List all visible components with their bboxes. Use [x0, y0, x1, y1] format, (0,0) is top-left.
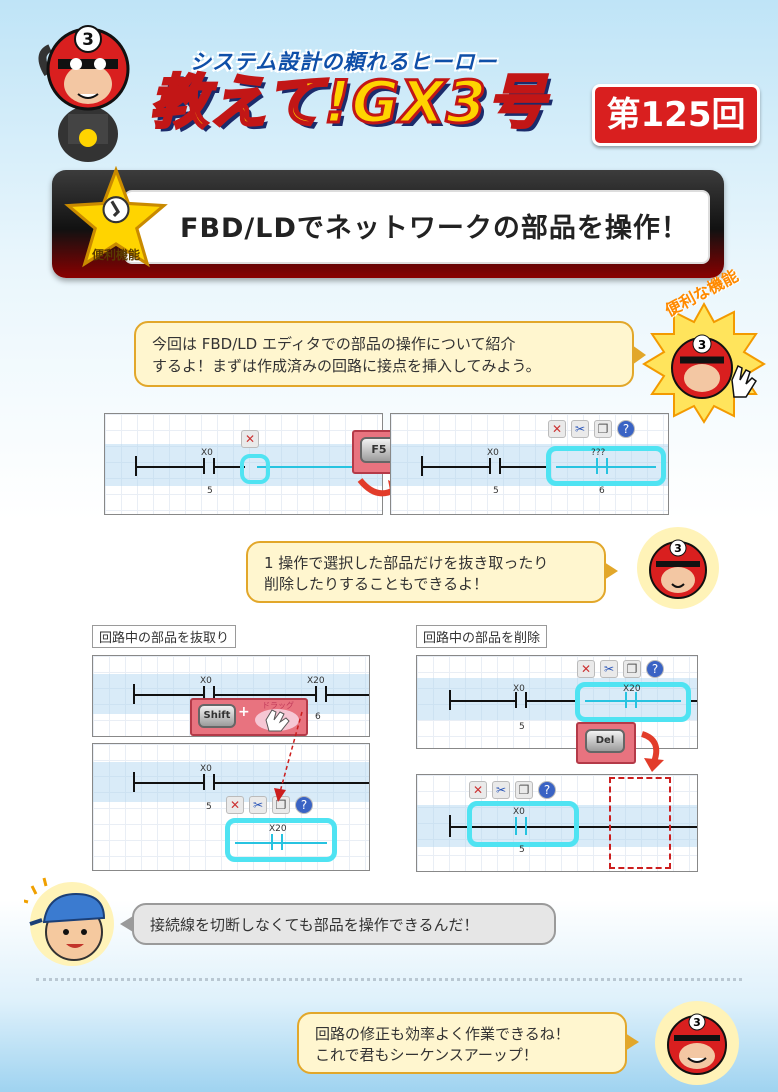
- one-op-bubble-tail: [604, 562, 618, 580]
- contact-number-6: 6: [315, 712, 321, 722]
- delete-icon[interactable]: ✕: [241, 430, 259, 448]
- extract-panel-before: X0 X20 6: [92, 655, 370, 737]
- intro-bubble-tail: [632, 345, 646, 365]
- dotted-divider: [36, 978, 742, 981]
- contact-number-5: 5: [519, 722, 525, 732]
- drag-label: ドラッグ: [262, 701, 294, 710]
- one-op-line-2: 削除したりすることもできるよ！: [264, 575, 489, 593]
- contact-label-x0: X0: [487, 448, 499, 458]
- topic-title: FBD/LDでネットワークの部品を操作！: [180, 213, 689, 244]
- arrow-down-icon: [640, 731, 664, 772]
- section-label-delete: 回路中の部品を削除: [416, 625, 548, 648]
- drag-path-arrow-icon: [274, 711, 303, 802]
- series-title: 教えて!GX3号: [148, 68, 547, 136]
- del-key[interactable]: Del: [585, 729, 625, 753]
- contact-number-5: 5: [519, 845, 525, 855]
- inserted-contact-highlight: [546, 446, 666, 486]
- contact-label-x20: X20: [307, 676, 325, 686]
- help-icon[interactable]: ?: [617, 420, 635, 438]
- end-line-2: これで君もシーケンスアーップ！: [315, 1046, 538, 1064]
- contact-label-x0: X0: [513, 807, 525, 817]
- intro-line-1: 今回は FBD/LD エディタでの部品の操作について紹介: [152, 335, 516, 353]
- ladder-panel-after: X0 5 ??? 6 ✕ ✂ ❐ ?: [390, 413, 669, 515]
- help-icon[interactable]: ?: [646, 660, 664, 678]
- contact-label-x0: X0: [201, 448, 213, 458]
- insert-cursor: [240, 454, 270, 484]
- contact-label-x20: X20: [269, 824, 287, 834]
- cut-icon[interactable]: ✂: [571, 420, 589, 438]
- star-badge-icon: [64, 166, 168, 268]
- delete-panel-after: X0 5 ✕ ✂ ❐ ?: [416, 774, 698, 872]
- copy-icon[interactable]: ❐: [623, 660, 641, 678]
- intro-bubble: 今回は FBD/LD エディタでの部品の操作について紹介 するよ！まずは作成済み…: [134, 321, 634, 387]
- contact-number-6: 6: [599, 486, 605, 496]
- svg-text:3: 3: [698, 338, 706, 352]
- hero-face-smile-icon: 3: [655, 1001, 739, 1085]
- svg-text:3: 3: [82, 30, 94, 50]
- hero-mascot-icon: 3: [38, 25, 130, 162]
- delete-icon[interactable]: ✕: [469, 781, 487, 799]
- no-cut-bubble: 接続線を切断しなくても部品を操作できるんだ！: [132, 903, 556, 945]
- intro-line-2: するよ！まずは作成済みの回路に接点を挿入してみよう。: [152, 357, 541, 375]
- section-label-extract: 回路中の部品を抜取り: [92, 625, 237, 648]
- hero-face-icon: 3: [637, 527, 719, 609]
- one-op-line-1: 1 操作で選択した部品だけを抜き取ったり: [264, 554, 549, 572]
- hero-number: 3: [674, 542, 682, 555]
- help-icon[interactable]: ?: [295, 796, 313, 814]
- extracted-contact-highlight: [225, 818, 337, 862]
- hero-number: 3: [693, 1016, 701, 1029]
- series-subtitle: システム設計の頼れるヒーロー: [190, 50, 498, 74]
- drag-hand-icon: [255, 709, 299, 732]
- plus-sign: +: [238, 704, 250, 720]
- remaining-contact-highlight: [467, 801, 579, 847]
- convenient-burst-icon: 3: [642, 301, 766, 424]
- no-cut-bubble-tail: [120, 916, 133, 932]
- cut-icon[interactable]: ✂: [249, 796, 267, 814]
- delete-icon[interactable]: ✕: [548, 420, 566, 438]
- contact-label-x0: X0: [200, 764, 212, 774]
- delete-icon[interactable]: ✕: [226, 796, 244, 814]
- episode-badge: 第125回: [592, 84, 760, 146]
- boy-face-icon: [24, 877, 114, 966]
- end-bubble: 回路の修正も効率よく作業できるね！ これで君もシーケンスアーップ！: [297, 1012, 627, 1074]
- shift-key[interactable]: Shift: [198, 704, 236, 728]
- topic-banner-inner: [124, 190, 710, 264]
- deleted-area-outline: [609, 777, 671, 869]
- contact-label-x0: X0: [513, 684, 525, 694]
- contact-label-x0: X0: [200, 676, 212, 686]
- one-op-bubble: 1 操作で選択した部品だけを抜き取ったり 削除したりすることもできるよ！: [246, 541, 606, 603]
- contact-label-x20: X20: [623, 684, 641, 694]
- help-icon[interactable]: ?: [538, 781, 556, 799]
- contact-number-5: 5: [206, 802, 212, 812]
- cut-icon[interactable]: ✂: [600, 660, 618, 678]
- copy-icon[interactable]: ❐: [515, 781, 533, 799]
- delete-panel-before: X0 5 X20 ✕ ✂ ❐ ?: [416, 655, 698, 749]
- selected-contact-highlight: [575, 682, 691, 722]
- end-line-1: 回路の修正も効率よく作業できるね！: [315, 1025, 570, 1043]
- cut-icon[interactable]: ✂: [492, 781, 510, 799]
- star-badge-label: 便利機能: [92, 248, 141, 262]
- ladder-panel-before: X0 5 ✕: [104, 413, 383, 515]
- contact-number-5: 5: [493, 486, 499, 496]
- end-bubble-tail: [625, 1033, 639, 1051]
- delete-icon[interactable]: ✕: [577, 660, 595, 678]
- copy-icon[interactable]: ❐: [594, 420, 612, 438]
- contact-label-unknown: ???: [591, 448, 606, 458]
- extract-panel-after: X0 5 ✕ ✂ ❐ ? X20: [92, 743, 370, 871]
- contact-number-5: 5: [207, 486, 213, 496]
